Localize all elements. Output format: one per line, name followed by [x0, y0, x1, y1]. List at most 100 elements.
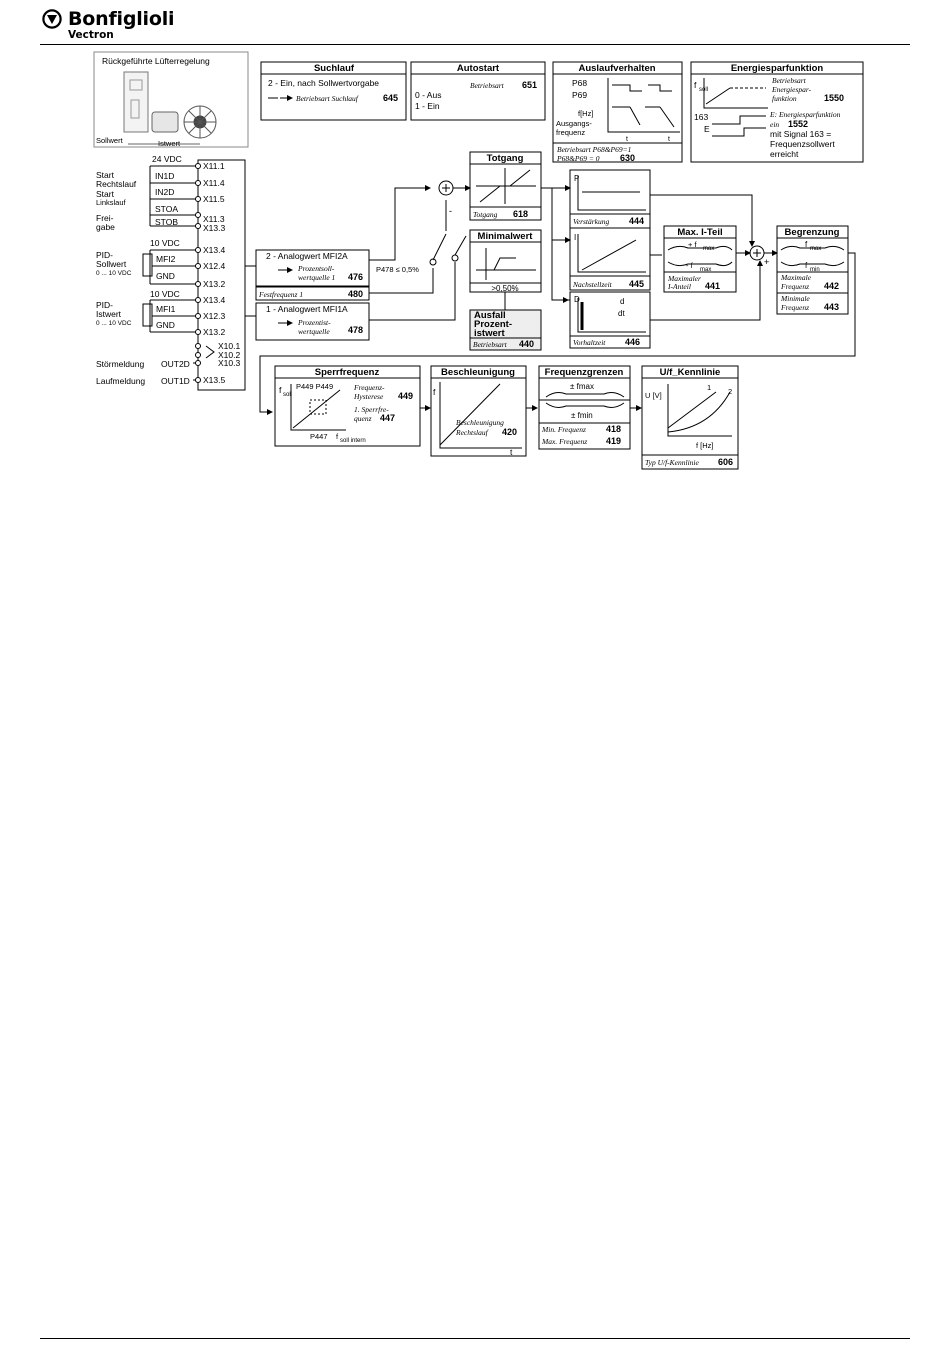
freqgr-num2: 419: [606, 436, 621, 446]
label-stob: STOB: [155, 217, 178, 227]
suchlauf-num: 645: [383, 93, 398, 103]
begrenzung-fmax-sub: max: [810, 246, 821, 252]
sperr-p449: P449 P449: [296, 382, 333, 391]
ausfall-l1: Ausfall: [474, 310, 506, 321]
p-num: 444: [629, 216, 644, 226]
minimalwert-title: Minimalwert: [478, 231, 534, 242]
block-max-i-teil: [663, 225, 737, 293]
term-x113: X11.3: [203, 214, 225, 224]
freqgr-l1: Min. Frequenz: [541, 425, 586, 434]
block-mfi1a: [255, 302, 370, 341]
i-param: Nachstellzeit: [572, 280, 613, 289]
block-i: [569, 227, 651, 291]
block-suchlauf: [260, 61, 407, 121]
totgang-title: Totgang: [487, 153, 524, 164]
mfi1a-num: 478: [348, 325, 363, 335]
autostart-opt1: 1 - Ein: [415, 101, 440, 111]
energie-fsoll: f: [694, 80, 697, 90]
block-autostart: [410, 61, 546, 121]
sperr-l3: 1. Sperrfre-: [354, 405, 389, 414]
auslauf-t2: t: [668, 136, 670, 143]
energie-fsoll-sub: soll: [699, 87, 708, 93]
begrenzung-p4: Frequenz: [780, 303, 809, 312]
label-in2d: IN2D: [155, 187, 174, 197]
label-mfi2: MFI2: [156, 254, 176, 264]
supply-24vdc: 24 VDC: [152, 154, 182, 164]
label-pid-ist2: Istwert: [96, 309, 122, 319]
label-pid-ist3: 0 ... 10 VDC: [96, 320, 132, 327]
sperr-l1: Frequenz-: [353, 383, 385, 392]
suchlauf-param: Betriebsart Suchlauf: [296, 94, 359, 103]
sum2-plus: +: [764, 257, 769, 267]
autostart-num: 651: [522, 80, 537, 90]
thumb-sollwert: Sollwert: [96, 136, 124, 145]
suchlauf-title: Suchlauf: [314, 63, 355, 74]
ausfall-l2: Prozent-: [474, 319, 512, 330]
maxi-num: 441: [705, 281, 720, 291]
begrenzung-p1: Maximale: [780, 273, 812, 282]
sperr-fintern-sub: soll intern: [340, 438, 366, 444]
uf-title: U/f_Kennlinie: [660, 367, 721, 378]
begrenzung-fmax: f: [805, 240, 808, 249]
term-x115: X11.5: [203, 194, 225, 204]
mfi1a-title: 1 - Analogwert MFI1A: [266, 304, 348, 314]
uf-uv: U [V]: [645, 391, 662, 400]
sperr-num2: 447: [380, 413, 395, 423]
sperr-num1: 449: [398, 391, 413, 401]
label-laufmeldung: Laufmeldung: [96, 376, 145, 386]
sperr-title: Sperrfrequenz: [315, 367, 380, 378]
brand-subtitle: Vectron: [68, 29, 114, 41]
thumb-title: Rückgeführte Lüfterregelung: [102, 56, 210, 66]
label-pid-ist1: PID-: [96, 300, 113, 310]
auslauf-t1: t: [626, 136, 628, 143]
supply-10vdc-a: 10 VDC: [150, 238, 180, 248]
energie-l6: mit Signal 163 =: [770, 129, 831, 139]
sum1-minus: -: [449, 206, 452, 216]
block-auslaufverhalten: [552, 61, 683, 163]
sperr-p447: P447: [310, 432, 328, 441]
brand-name: Bonfiglioli: [68, 8, 175, 30]
mfi1a-param2: wertquelle: [298, 327, 330, 336]
festfreq-label: Festfrequenz 1: [258, 290, 303, 299]
freqgr-fmax: ± fmax: [570, 382, 594, 391]
maxi-fminus: - f: [686, 261, 694, 270]
label-stoa: STOA: [155, 204, 178, 214]
energie-num2: 1552: [788, 119, 808, 129]
label-in1d: IN1D: [155, 171, 174, 181]
auslauf-fhz: f[Hz]: [578, 109, 593, 118]
autostart-title: Autostart: [457, 63, 500, 74]
d-param: Vorhaltzeit: [573, 338, 606, 347]
block-frequenzgrenzen: [538, 365, 631, 450]
d-frac1: d: [620, 297, 624, 306]
energie-l2: Energiespar-: [771, 85, 812, 94]
term-x133: X13.3: [203, 223, 225, 233]
minimalwert-val: >0,50%: [491, 284, 518, 293]
term-x134b: X13.4: [203, 295, 225, 305]
mfi2a-title: 2 - Analogwert MFI2A: [266, 251, 348, 261]
label-pid-soll2: Sollwert: [96, 259, 127, 269]
totgang-num: 618: [513, 209, 528, 219]
begrenzung-title: Begrenzung: [785, 227, 840, 238]
begrenzung-p2: Frequenz: [780, 282, 809, 291]
ausfall-l3: istwert: [474, 328, 505, 339]
sperr-fsoll-sub: soll: [283, 392, 292, 398]
term-x111: X11.1: [203, 161, 225, 171]
p-label: P: [574, 174, 579, 183]
sperr-l2: Hysterese: [353, 392, 384, 401]
mfi2a-num: 476: [348, 272, 363, 282]
block-uf-kennlinie: [641, 365, 739, 470]
d-frac2: dt: [618, 309, 625, 318]
beschl-title: Beschleunigung: [441, 367, 515, 378]
uf-param: Typ U/f-Kennlinie: [645, 458, 699, 467]
energie-163: 163: [694, 112, 708, 122]
suchlauf-line: 2 - Ein, nach Sollwertvorgabe: [268, 78, 379, 88]
block-totgang: [469, 151, 542, 221]
term-x132: X13.2: [203, 279, 225, 289]
freqgr-title: Frequenzgrenzen: [545, 367, 624, 378]
energie-l3: funktion: [772, 94, 797, 103]
label-stoermeldung: Störmeldung: [96, 359, 144, 369]
d-label: D: [574, 295, 580, 304]
auslauf-num: 630: [620, 153, 635, 163]
term-x134: X13.4: [203, 245, 225, 255]
header-rule: [40, 44, 910, 45]
